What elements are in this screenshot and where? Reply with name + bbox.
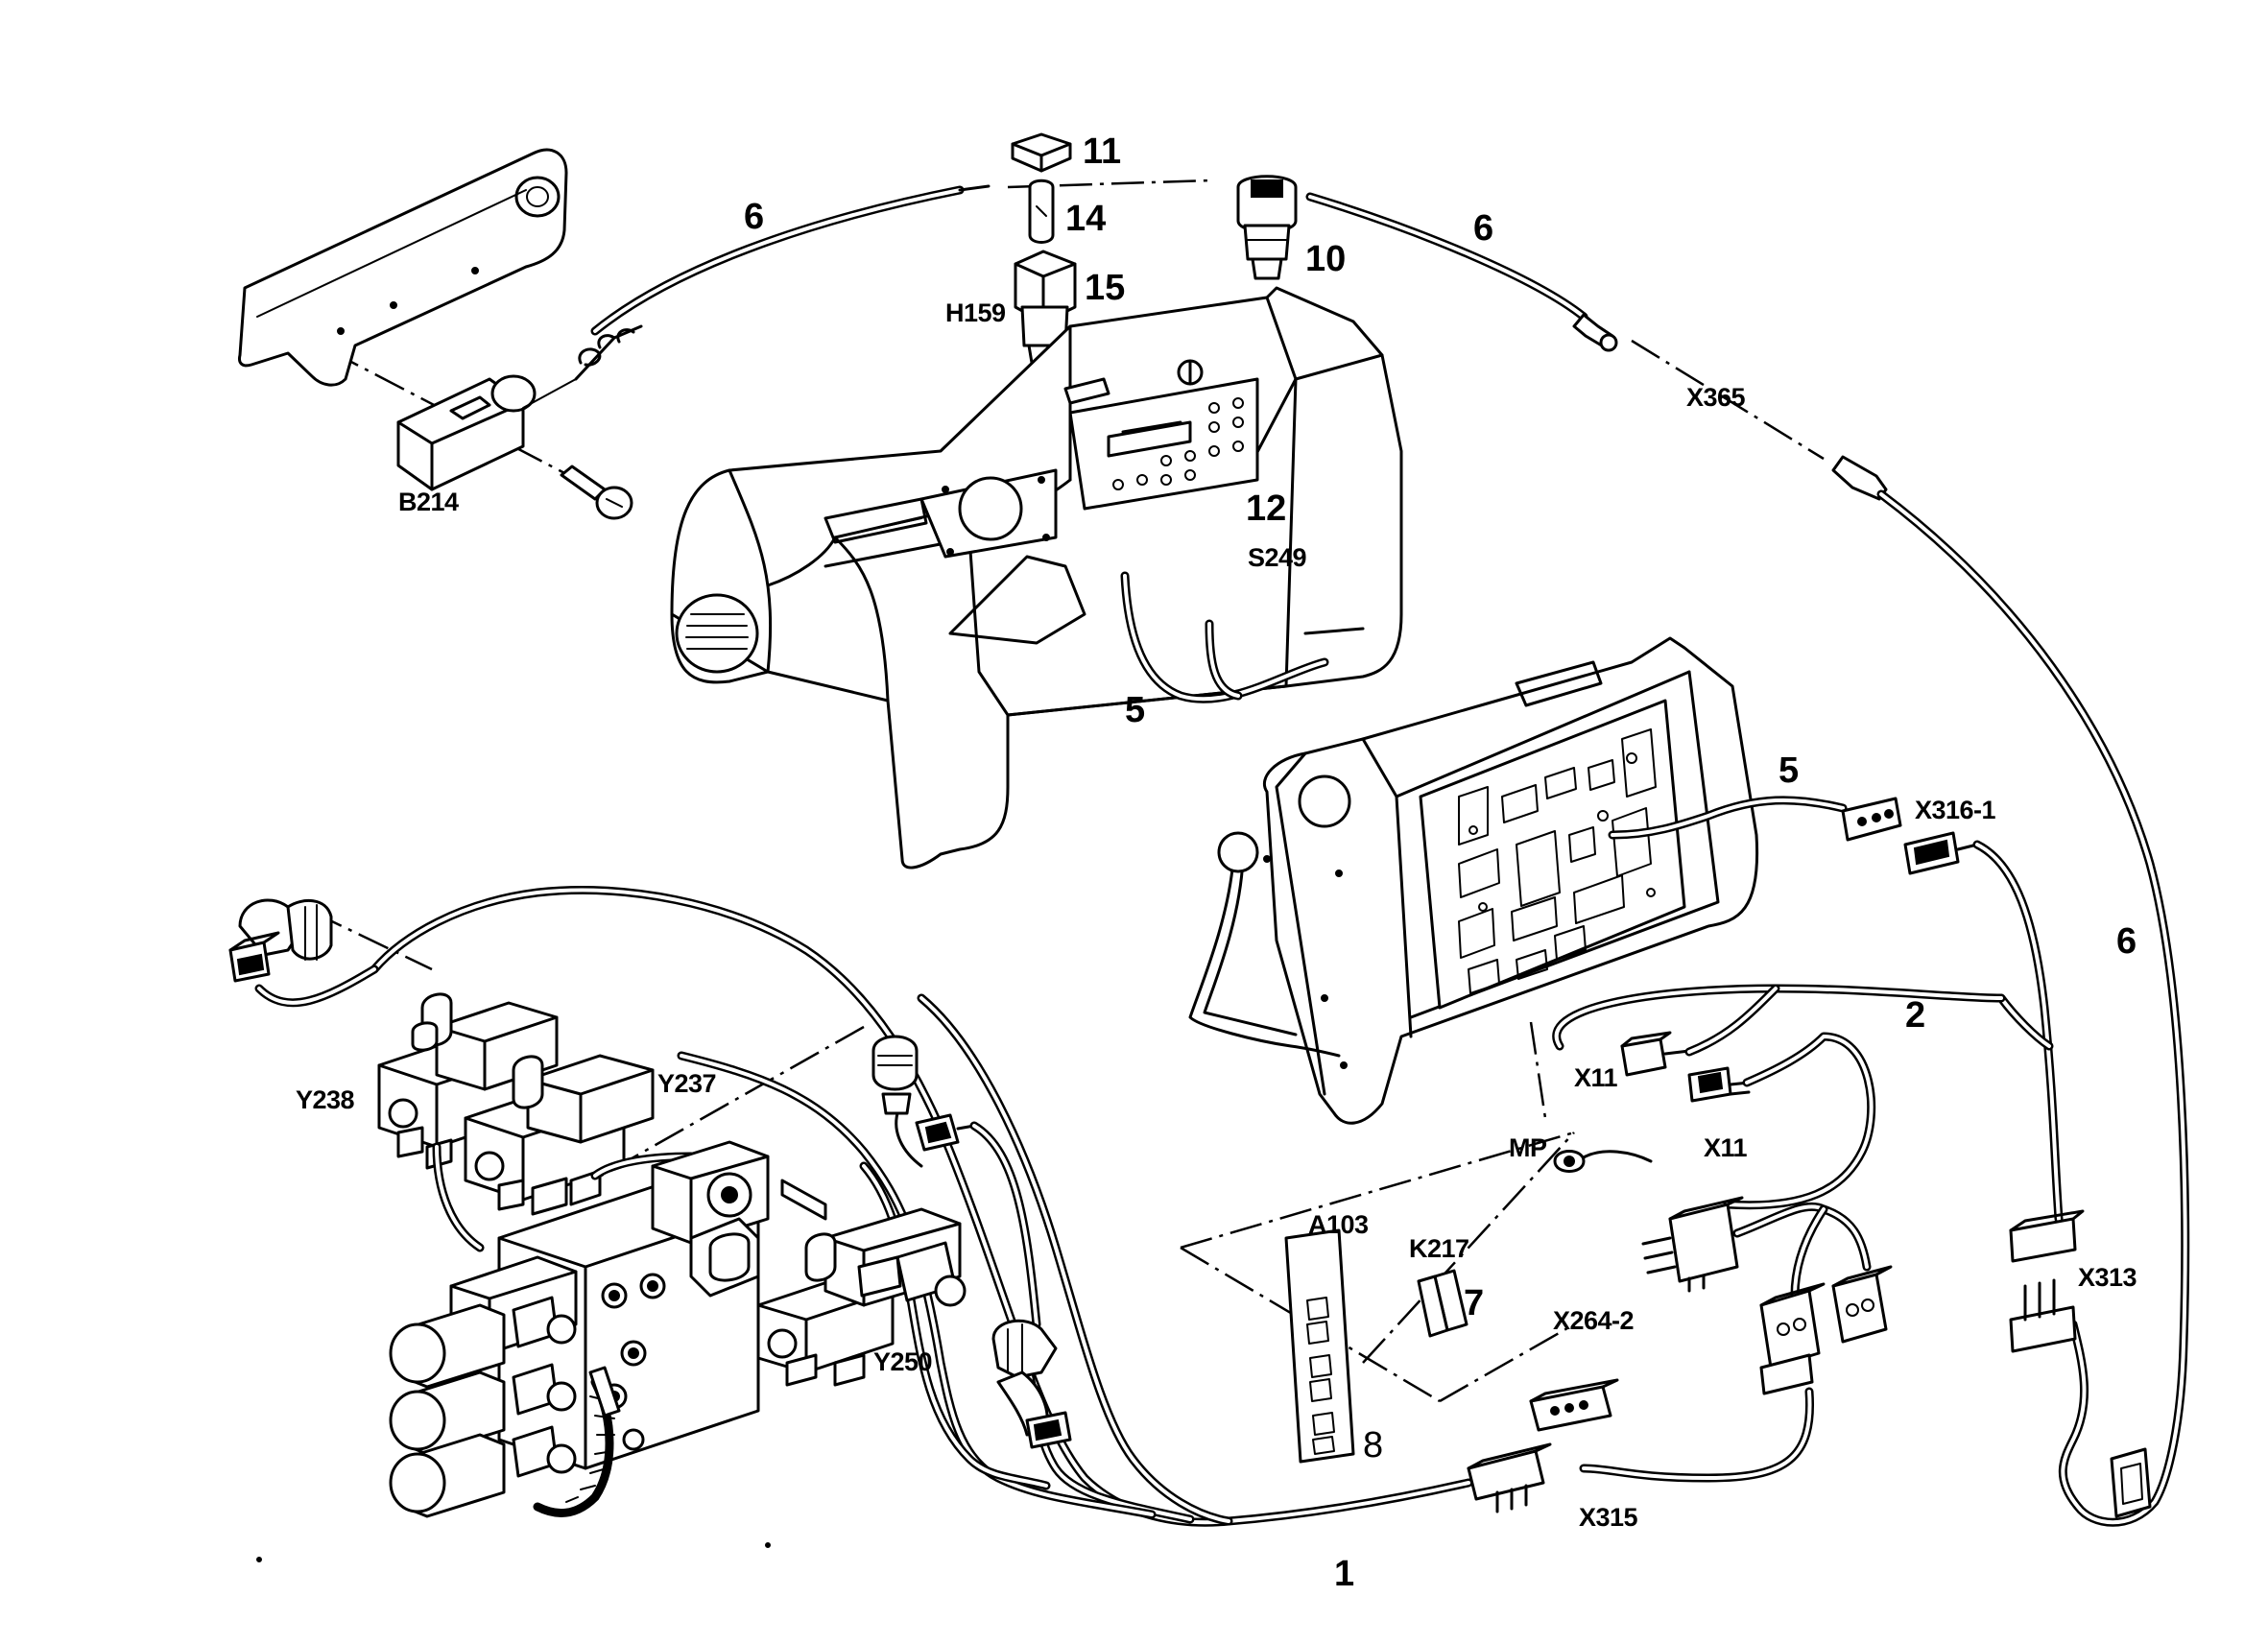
- cable-x313: [1972, 840, 2064, 1224]
- label-h159: H159: [945, 298, 1006, 327]
- valve-block: [389, 1140, 770, 1518]
- callout-5-console: 5: [1125, 690, 1145, 730]
- board-a103: [1284, 1228, 1355, 1464]
- scan-specks: [256, 1542, 771, 1562]
- label-x365: X365: [1686, 383, 1746, 412]
- circuit-components: [1458, 728, 1657, 994]
- callout-7: 7: [1464, 1283, 1484, 1323]
- cap-11: [1011, 132, 1072, 173]
- switch-h159: [1014, 250, 1077, 382]
- callout-8: 8: [1363, 1425, 1383, 1465]
- connector-x264-2: [1641, 1196, 1744, 1293]
- connector-x313: [2009, 1209, 2085, 1353]
- callout-6-top-left: 6: [744, 197, 764, 237]
- callout-2: 2: [1905, 995, 1925, 1036]
- plug-round-upper: [871, 1035, 976, 1168]
- sensor-b214: [396, 324, 643, 520]
- cable-5-console: [1120, 571, 1329, 703]
- valve-y237: [464, 1054, 655, 1216]
- label-b214: B214: [398, 488, 459, 516]
- switch-plate-holes: [1112, 397, 1244, 490]
- label-s249: S249: [1248, 543, 1307, 572]
- label-y238: Y238: [296, 1085, 355, 1114]
- label-y237: Y237: [657, 1069, 716, 1098]
- callout-11: 11: [1083, 131, 1121, 172]
- callout-labels: 11 14 15 10 12 6 6 6 5 5 2 7 8 1: [744, 131, 2137, 1594]
- plug-left-elbow: [228, 898, 333, 983]
- switch-10: [1236, 175, 1298, 280]
- label-mp: MP: [1509, 1133, 1547, 1162]
- label-x313: X313: [2078, 1263, 2137, 1292]
- label-x11-left: X11: [1574, 1063, 1618, 1092]
- label-a103: A103: [1308, 1210, 1369, 1239]
- cable-6-right: [1305, 192, 1618, 352]
- cable-2: [1552, 984, 2006, 1051]
- designation-labels: H159 B214 S249 X365 X316-1 X11 X11 MP A1…: [296, 298, 2137, 1532]
- cable-x11: [1684, 984, 1876, 1210]
- label-k217: K217: [1409, 1234, 1469, 1263]
- label-y250: Y250: [873, 1347, 932, 1376]
- relay-block-1: [1759, 1282, 1826, 1395]
- callout-1: 1: [1334, 1554, 1354, 1594]
- solenoid-cylinders: [389, 1303, 506, 1518]
- label-x11-right: X11: [1704, 1133, 1748, 1162]
- callout-6-right: 6: [2116, 921, 2137, 962]
- connector-x316-1: [1841, 797, 1979, 875]
- label-x315: X315: [1579, 1503, 1638, 1532]
- connector-x315: [1467, 1378, 1619, 1513]
- cable-relays: [1579, 1202, 1872, 1483]
- cable-5-right: [1608, 796, 1848, 840]
- console-housing: [670, 286, 1403, 870]
- board-a103-pads: [1306, 1297, 1335, 1455]
- ground-mp: [1553, 1150, 1653, 1173]
- callout-14: 14: [1065, 199, 1106, 239]
- label-x316-1: X316-1: [1915, 796, 1996, 824]
- label-x264-2: X264-2: [1553, 1306, 1634, 1335]
- callout-10: 10: [1305, 239, 1346, 279]
- cable-6-long: [1831, 455, 2190, 1527]
- relay-block-2: [1831, 1265, 1893, 1344]
- bulb-14: [1028, 179, 1055, 244]
- relay-k217: [1417, 1269, 1468, 1338]
- cable-y250-upper: [969, 1121, 1041, 1329]
- electronics-box: [1188, 636, 1759, 1125]
- callout-5-right: 5: [1779, 751, 1799, 791]
- callout-15: 15: [1085, 268, 1125, 308]
- solenoid-plugs: [512, 1296, 577, 1478]
- connector-x11: [1620, 1031, 1751, 1103]
- cable-6-left: [590, 184, 991, 336]
- valve-y250: [756, 1179, 967, 1387]
- mounting-bracket: [238, 148, 568, 387]
- valve-block-ports: [601, 1273, 666, 1451]
- plug-elbow-lower: [991, 1319, 1072, 1449]
- callout-12: 12: [1246, 488, 1286, 529]
- callout-6-top-right: 6: [1473, 208, 1493, 249]
